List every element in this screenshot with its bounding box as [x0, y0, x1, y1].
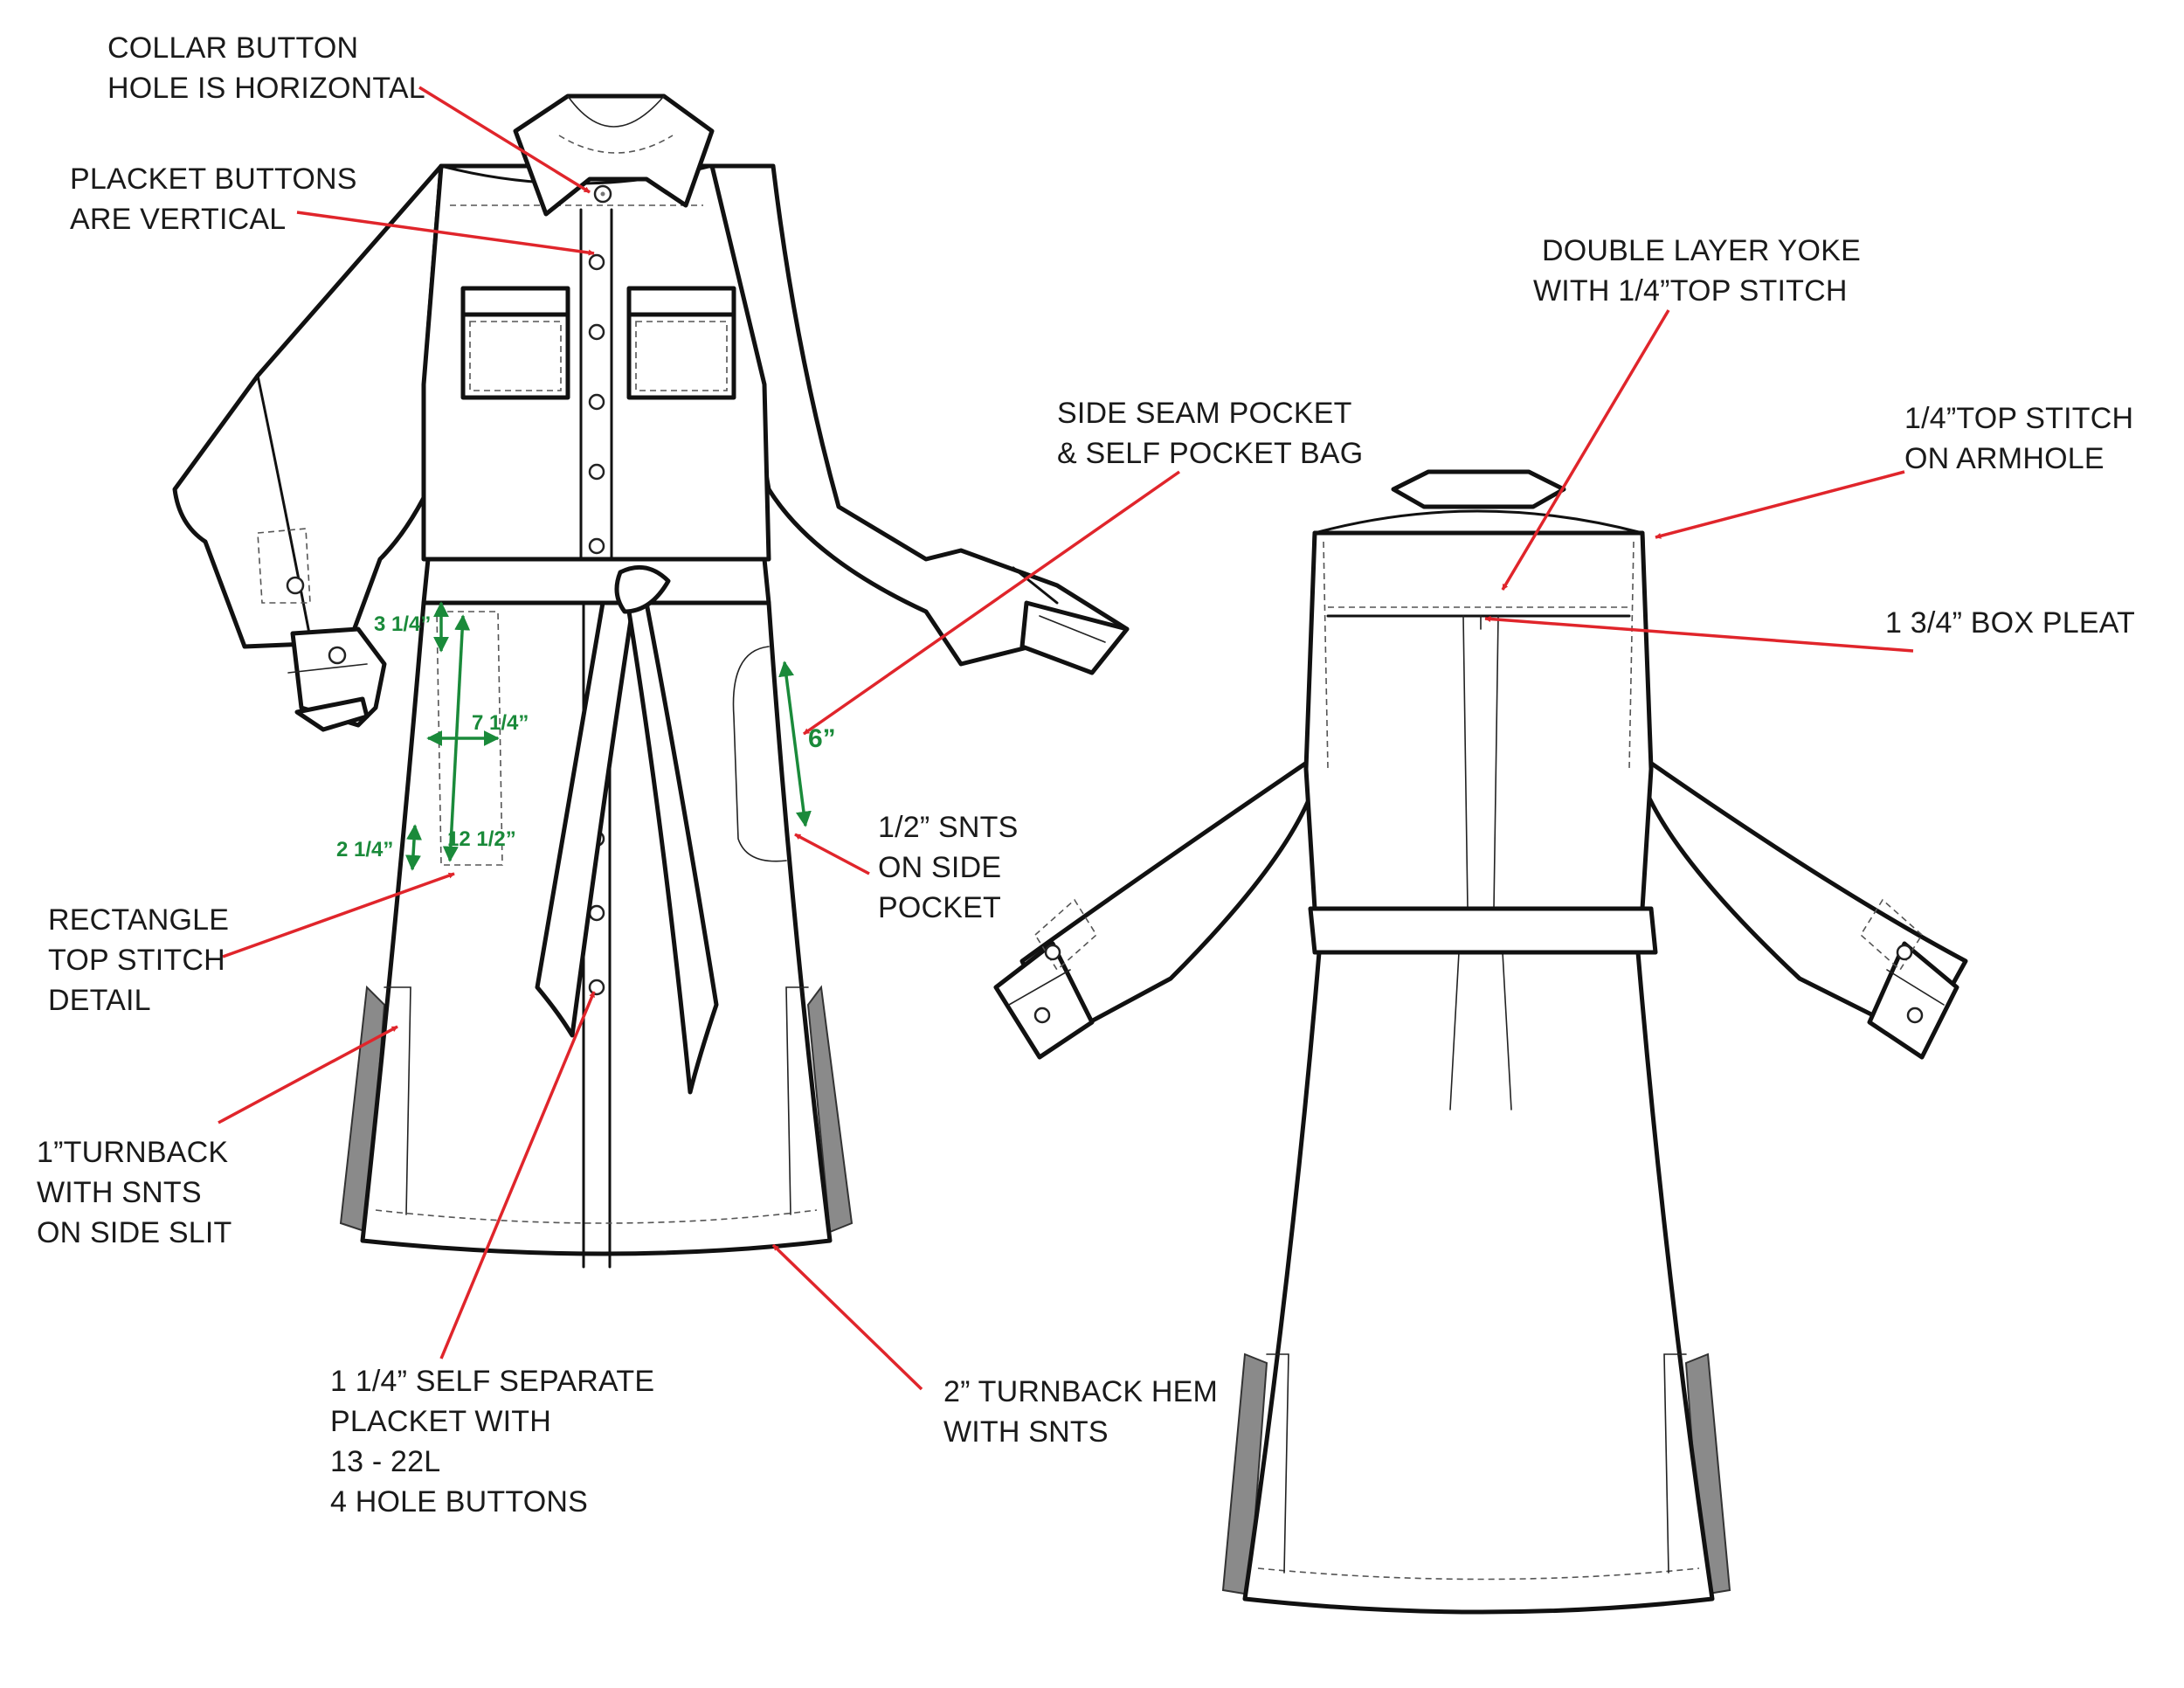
front-belt	[421, 557, 771, 1095]
callout-rectangle-topstitch: RECTANGLE TOP STITCH DETAIL	[48, 903, 230, 1017]
back-bodice	[1303, 469, 1654, 911]
callout-turnback-slit: 1”TURNBACK WITH SNTS ON SIDE SLIT	[37, 1136, 232, 1249]
back-right-sleeve	[1635, 530, 1968, 1060]
front-left-sleeve	[172, 163, 444, 732]
back-skirt	[1221, 950, 1731, 1615]
callout-placket-spec: 1 1/4” SELF SEPARATE PLACKET WITH 13 - 2…	[330, 1365, 655, 1519]
back-view-sketch	[993, 469, 1968, 1615]
front-view-sketch	[172, 93, 1130, 1269]
callout-snts-side-pocket: 1/2” SNTS ON SIDE POCKET	[878, 811, 1019, 924]
callout-armhole-stitch: 1/4”TOP STITCH ON ARMHOLE	[1904, 402, 2134, 475]
callout-placket-buttons: PLACKET BUTTONS ARE VERTICAL	[70, 163, 357, 236]
callout-double-yoke: DOUBLE LAYER YOKE WITH 1/4”TOP STITCH	[1533, 234, 1861, 308]
dim-pocket-bottom-offset: 2 1/4”	[336, 838, 393, 861]
dim-pocket-width: 7 1/4”	[472, 711, 529, 735]
dimension-lines: 3 1/4” 7 1/4” 2 1/4” 12 1/2” 6”	[336, 601, 836, 871]
dim-side-pocket-opening: 6”	[808, 724, 836, 753]
front-bodice	[421, 93, 771, 562]
dim-pocket-height: 12 1/2”	[447, 827, 516, 851]
callout-turnback-hem: 2” TURNBACK HEM WITH SNTS	[943, 1375, 1219, 1449]
front-skirt	[339, 600, 854, 1269]
back-left-sleeve	[993, 530, 1322, 1060]
back-belt	[1308, 906, 1658, 955]
callout-collar-button: COLLAR BUTTON HOLE IS HORIZONTAL	[107, 31, 425, 105]
dim-pocket-top-offset: 3 1/4”	[374, 612, 431, 636]
callout-arrows	[218, 86, 1914, 1391]
callout-side-seam-pocket: SIDE SEAM POCKET & SELF POCKET BAG	[1057, 397, 1364, 470]
callout-box-pleat: 1 3/4” BOX PLEAT	[1885, 606, 2136, 640]
front-right-sleeve	[709, 163, 1130, 675]
